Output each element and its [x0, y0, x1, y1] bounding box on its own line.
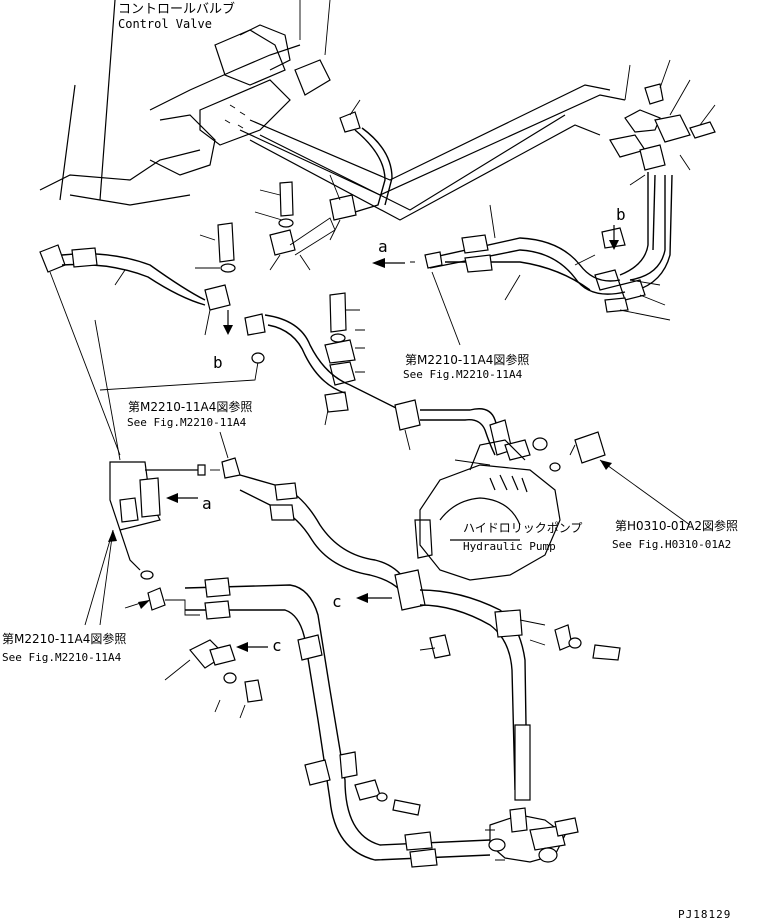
top-right-fittings: [574, 59, 716, 321]
reference-2-en: See Fig.M2210-11A4: [127, 416, 247, 429]
mark-b-left: b: [213, 353, 223, 372]
arrow-a-left: [166, 493, 198, 503]
leader-ref-3: [84, 529, 151, 626]
mark-a-left: a: [202, 494, 212, 513]
mark-b-top: b: [616, 205, 626, 224]
lower-hose-run: [239, 474, 621, 801]
leader-ref-4: [599, 459, 691, 526]
leader-line-b: [49, 271, 259, 456]
bottom-valve-drawing: [485, 807, 579, 863]
hydraulic-pump-label-en: Hydraulic Pump: [463, 540, 556, 553]
mark-a-top: a: [378, 237, 388, 256]
reference-2-jp: 第M2210-11A4図参照: [128, 399, 252, 414]
upper-left-hose-and-clamps: [39, 99, 393, 336]
leader-ref-2: [219, 431, 229, 459]
middle-hoses: [410, 204, 626, 346]
control-valve-drawing: [39, 0, 626, 221]
mark-c-lower: c: [272, 636, 282, 655]
arrow-b-left: [223, 310, 233, 335]
left-valve-block: [94, 319, 241, 580]
reference-1-jp: 第M2210-11A4図参照: [405, 352, 529, 367]
reference-3-jp: 第M2210-11A4図参照: [2, 631, 126, 646]
arrow-b-top: [609, 225, 619, 250]
reference-1-en: See Fig.M2210-11A4: [403, 368, 523, 381]
control-valve-label-en: Control Valve: [118, 17, 212, 31]
arrow-c-lower: [236, 642, 268, 652]
arrow-a-top: [372, 258, 405, 268]
drawing-number: PJ18129: [678, 908, 731, 921]
arrow-c-centre: [356, 593, 392, 603]
reference-4-jp: 第H0310-01A2図参照: [615, 518, 738, 533]
hydraulic-pump-label-jp: ハイドロリックポンプ: [463, 521, 582, 535]
hydraulic-pump-drawing: [414, 439, 561, 581]
mark-c-centre: c: [332, 592, 342, 611]
reference-4-en: See Fig.H0310-01A2: [612, 538, 731, 551]
reference-3-en: See Fig.M2210-11A4: [2, 651, 122, 664]
control-valve-label-jp: コントロールバルブ: [118, 1, 235, 17]
centre-clamps: [244, 292, 606, 472]
lower-left-branch: [147, 577, 491, 868]
